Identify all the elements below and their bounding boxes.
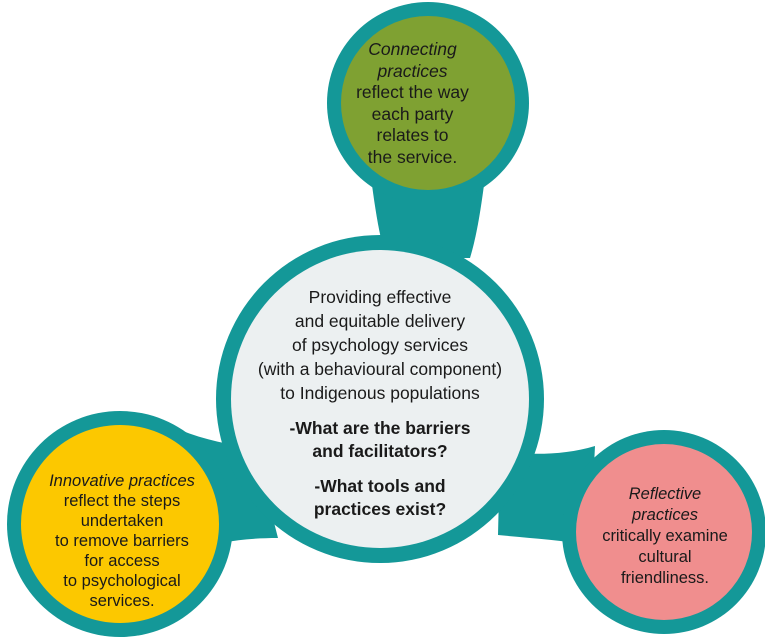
right-node-line: critically examine xyxy=(602,527,728,545)
top-node-line: practices xyxy=(377,60,448,81)
right-node-line: friendliness. xyxy=(620,569,710,587)
question-tools: practices exist? xyxy=(313,499,447,519)
center-line: Providing effective xyxy=(308,287,452,307)
central-question-text: Providing effective and equitable delive… xyxy=(255,285,505,521)
spacer xyxy=(255,405,505,417)
left-node-line: to remove barriers xyxy=(55,532,189,550)
top-node-line: reflect the way xyxy=(356,82,469,102)
innovative-practices-text: Innovative practices reflect the steps und… xyxy=(22,471,222,611)
central-question-circle xyxy=(231,250,529,548)
reflective-practices-circle xyxy=(576,444,752,620)
left-node-line: for access xyxy=(84,552,160,570)
top-node-line: relates to xyxy=(376,125,449,145)
reflective-practices-text: Reflective practices critically examine cul… xyxy=(595,484,735,589)
center-line: and equitable delivery xyxy=(294,311,466,331)
top-node-line: each party xyxy=(371,103,454,124)
right-node-line: practices xyxy=(631,506,699,524)
left-node-line: Innovative practices xyxy=(49,472,195,490)
innovative-practices-circle xyxy=(21,425,219,623)
left-node-line: reflect the steps xyxy=(63,492,181,510)
question-barriers: -What are the barriers xyxy=(289,418,471,438)
left-node-line: to psychological xyxy=(63,572,181,590)
right-node-line: Reflective xyxy=(628,485,702,503)
question-tools: -What tools and xyxy=(314,476,446,496)
top-node-line: the service. xyxy=(367,146,458,167)
left-node-line: services. xyxy=(89,592,155,610)
center-line: (with a behavioural component) xyxy=(257,359,503,379)
spacer xyxy=(255,463,505,475)
center-line: of psychology services xyxy=(291,335,469,355)
connecting-practices-circle xyxy=(341,16,515,190)
left-node-line: undertaken xyxy=(80,512,164,530)
top-node-line: Connecting xyxy=(368,39,457,59)
center-line: to Indigenous populations xyxy=(280,383,480,403)
question-barriers: and facilitators? xyxy=(312,441,448,461)
right-node-line: cultural xyxy=(638,548,692,566)
